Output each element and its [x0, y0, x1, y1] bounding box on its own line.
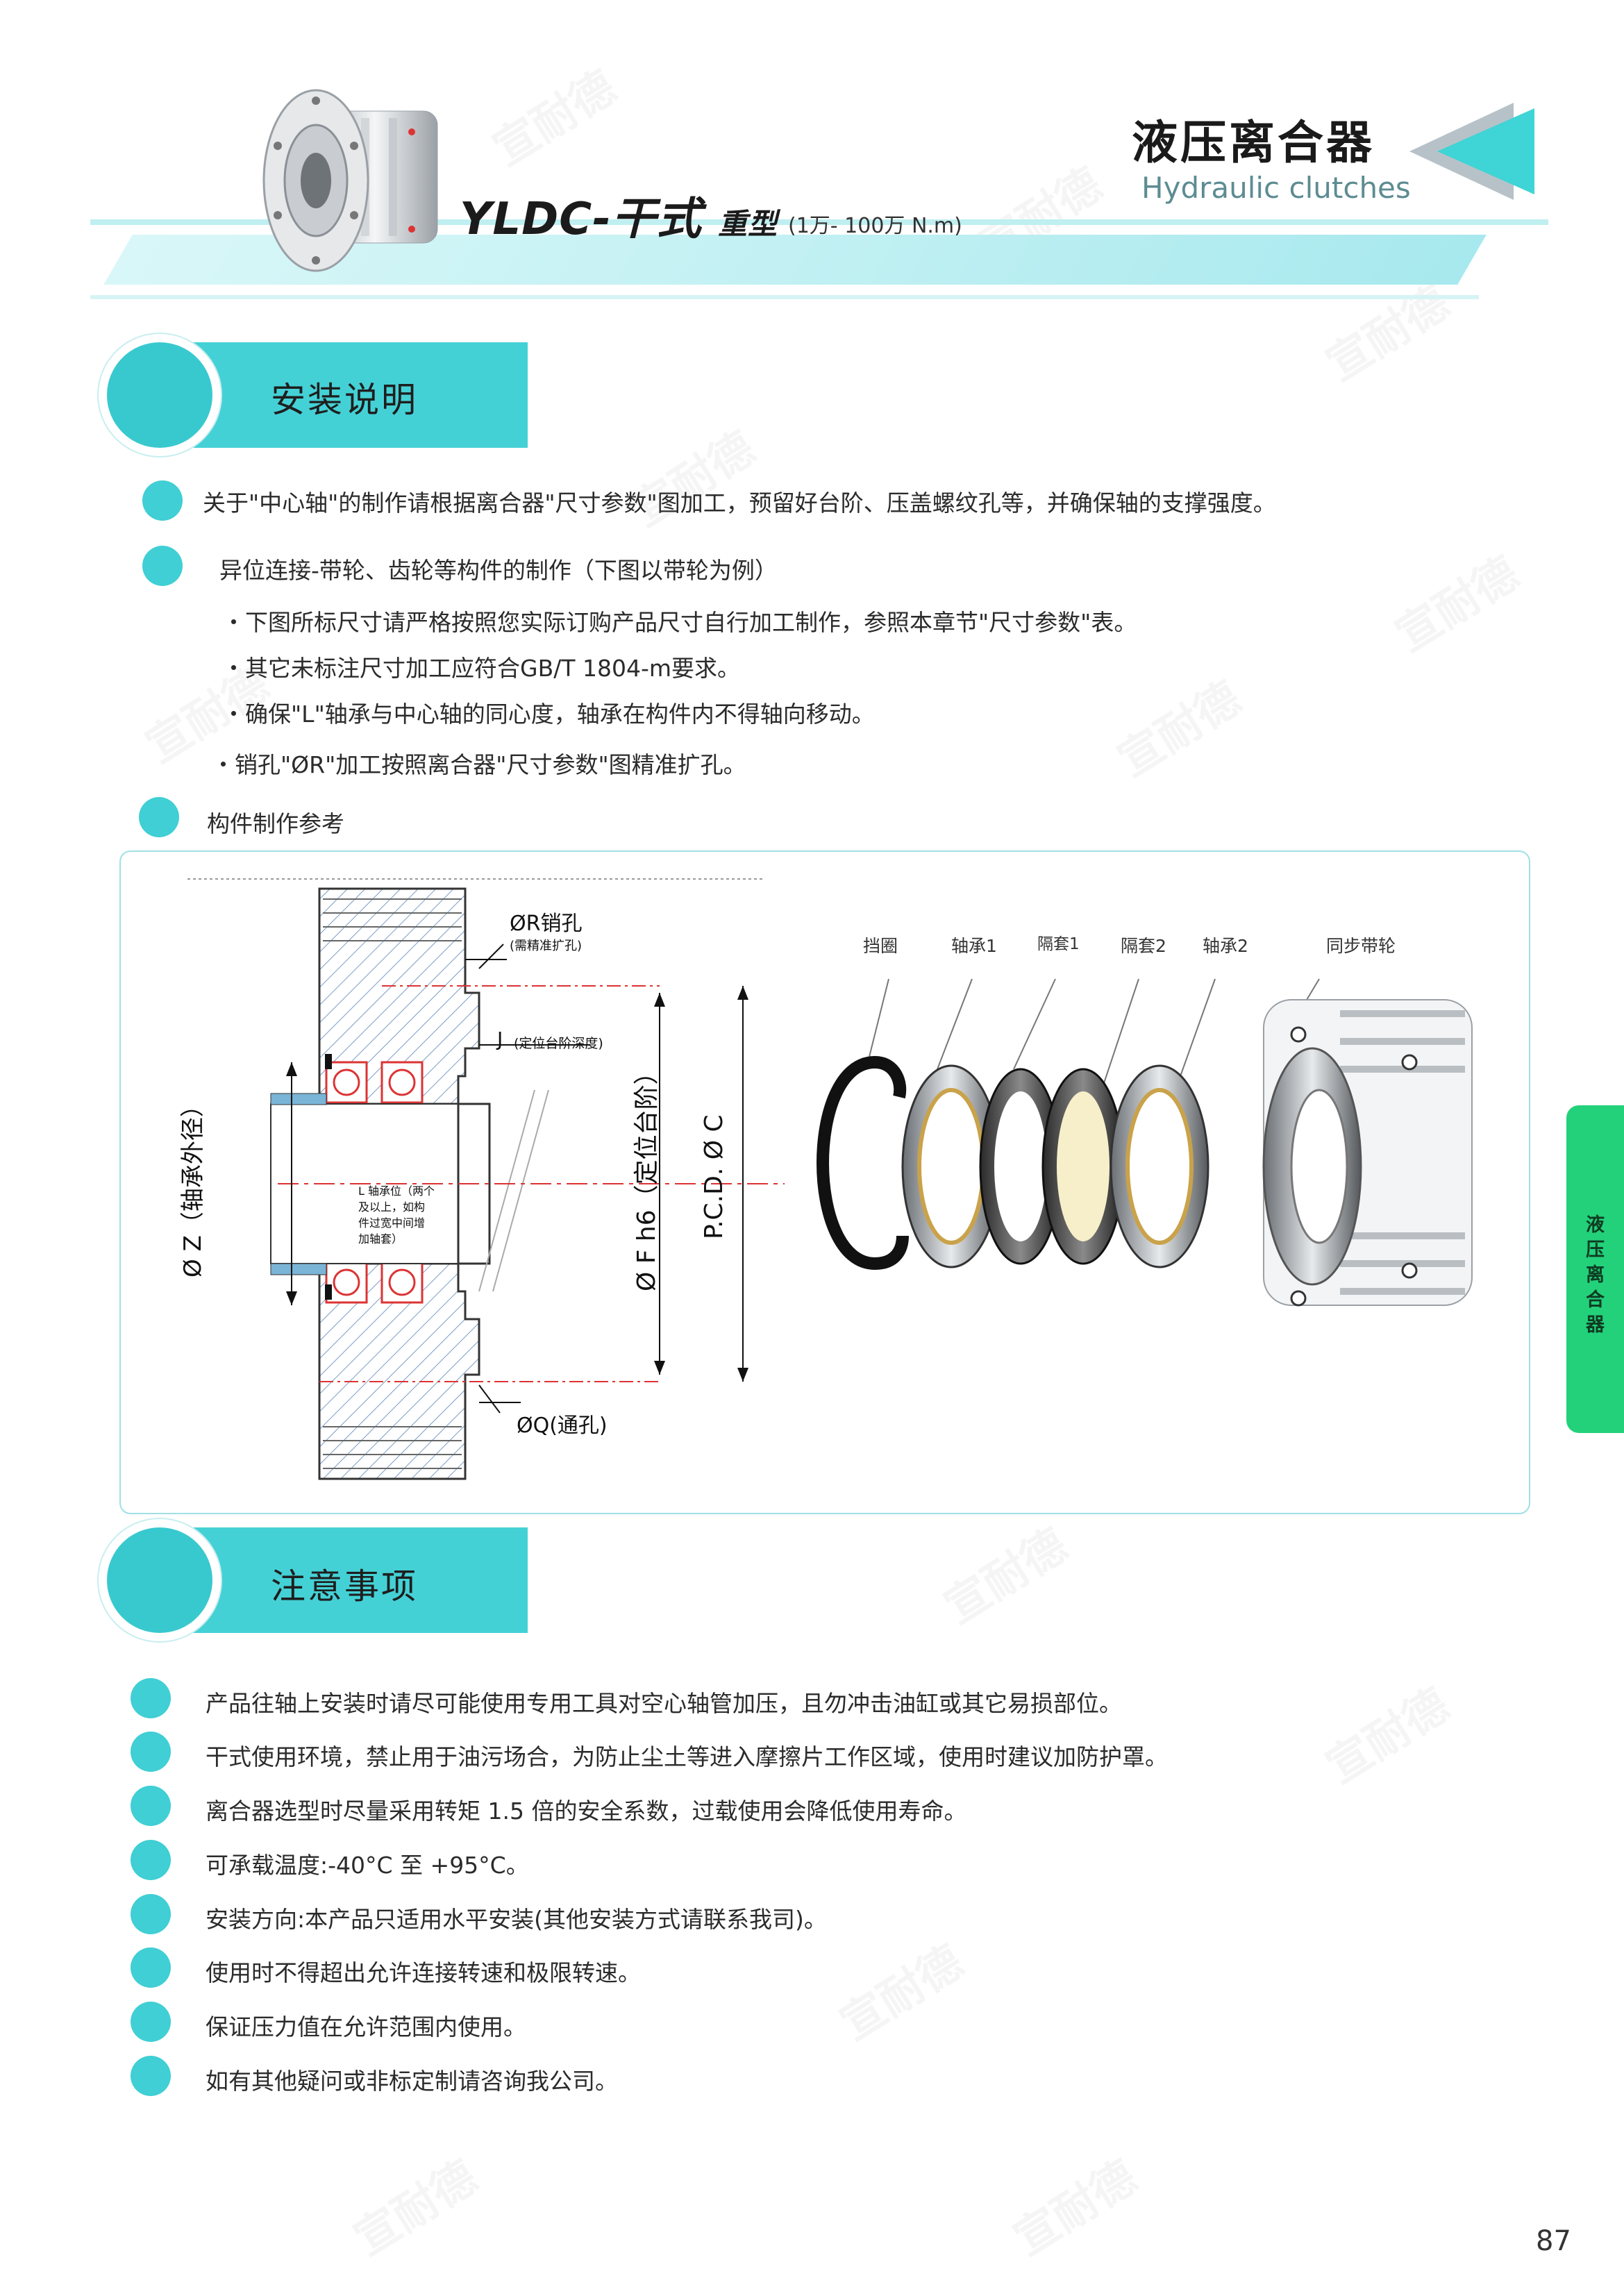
page-number: 87	[1536, 2225, 1571, 2257]
watermark: 宣耐德	[1000, 2143, 1147, 2268]
section-bar	[181, 1527, 528, 1633]
label-j: J	[497, 1028, 503, 1050]
note-item-6: 使用时不得超出允许连接转速和极限转速。	[206, 1959, 641, 1986]
watermark: 宣耐德	[1312, 268, 1459, 393]
bullet	[131, 1894, 171, 1934]
note-item-2: 干式使用环境，禁止用于油污场合，为防止尘土等进入摩擦片工作区域，使用时建议加防护…	[206, 1743, 1168, 1770]
install-sub-item-3: ・确保"L"轴承与中心轴的同心度，轴承在构件内不得轴向移动。	[222, 701, 875, 728]
label-f: Ø F h6（定位台阶）	[633, 1059, 661, 1291]
part-label-timing-pulley: 同步带轮	[1326, 936, 1396, 956]
side-tab-char: 压	[1586, 1239, 1605, 1261]
bullet	[139, 797, 179, 837]
note-item-5: 安装方向:本产品只适用水平安装(其他安装方式请联系我司)。	[206, 1906, 827, 1933]
note-item-7: 保证压力值在允许范围内使用。	[206, 2013, 526, 2041]
section-dot	[107, 1527, 212, 1633]
label-l-line: 加轴套）	[358, 1232, 403, 1246]
section-notes-title: 注意事项	[271, 1566, 418, 1607]
category-title-en: Hydraulic clutches	[1141, 171, 1411, 205]
model-title: YLDC-干式 重型	[460, 183, 778, 247]
bullet	[131, 2056, 171, 2096]
note-item-3: 离合器选型时尽量采用转矩 1.5 倍的安全系数，过载使用会降低使用寿命。	[206, 1798, 967, 1825]
note-item-8: 如有其他疑问或非标定制请咨询我公司。	[206, 2068, 618, 2095]
bullet	[131, 1840, 171, 1880]
note-item-1: 产品往轴上安装时请尽可能使用专用工具对空心轴管加压，且勿冲击油缸或其它易损部位。	[206, 1690, 1122, 1717]
header-rule	[90, 219, 1548, 225]
bullet	[131, 1786, 171, 1826]
bullet	[131, 1947, 171, 1988]
side-tab-char: 器	[1586, 1314, 1605, 1336]
label-l-line: L 轴承位（两个	[358, 1184, 435, 1198]
install-sub-item-2: ・其它未标注尺寸加工应符合GB/T 1804-m要求。	[222, 655, 741, 682]
torque-range: (1万- 100万 N.m)	[788, 214, 962, 238]
section-install-title: 安装说明	[271, 380, 418, 420]
part-label-spacer-1: 隔套1	[1037, 935, 1080, 953]
bullet	[131, 1732, 171, 1772]
label-j-note: (定位台阶深度)	[514, 1036, 603, 1051]
watermark: 宣耐德	[930, 1511, 1078, 1636]
exploded-assembly-drawing	[817, 978, 1473, 1307]
label-z: Ø Z（轴承外径）	[179, 1093, 207, 1277]
pulley-section-drawing	[187, 878, 785, 1480]
watermark: 宣耐德	[479, 53, 626, 178]
label-r: ØR销孔	[510, 912, 583, 936]
install-item-1: 关于"中心轴"的制作请根据离合器"尺寸参数"图加工，预留好台阶、压盖螺纹孔等，并…	[203, 489, 1276, 517]
bullet	[131, 1678, 171, 1718]
label-l-line: 件过宽中间增	[358, 1216, 426, 1230]
label-l-line: 及以上，如构	[358, 1200, 426, 1214]
part-label-spacer-2: 隔套2	[1121, 936, 1166, 956]
label-l: L 轴承位（两个 及以上，如构 件过宽中间增 加轴套）	[358, 1183, 435, 1247]
watermark: 宣耐德	[340, 2143, 487, 2268]
header-rule-lower	[90, 295, 1479, 299]
side-tab-char: 离	[1586, 1264, 1605, 1286]
figure-caption: 构件制作参考	[207, 810, 344, 837]
bullet	[142, 480, 183, 521]
section-bar	[181, 342, 528, 448]
model-title-main: YLDC-干式	[460, 194, 702, 245]
install-sub-item-4: ・销孔"ØR"加工按照离合器"尺寸参数"图精准扩孔。	[212, 751, 746, 778]
watermark: 宣耐德	[1104, 664, 1251, 789]
part-label-snap-ring: 挡圈	[863, 936, 898, 956]
install-item-2: 异位连接-带轮、齿轮等构件的制作（下图以带轮为例）	[219, 557, 778, 584]
section-dot	[107, 342, 212, 448]
label-r-note: (需精准扩孔)	[510, 939, 583, 953]
arrow-left-icon	[1409, 103, 1534, 200]
watermark: 宣耐德	[1382, 539, 1529, 664]
bullet	[131, 2002, 171, 2042]
watermark: 宣耐德	[826, 1927, 973, 2052]
side-tab-char: 合	[1586, 1289, 1605, 1311]
part-label-bearing-2: 轴承2	[1203, 936, 1248, 956]
watermark: 宣耐德	[618, 414, 765, 539]
model-title-suffix: 重型	[718, 207, 778, 241]
label-q: ØQ(通孔)	[517, 1414, 608, 1438]
clutch-product-photo	[262, 89, 438, 272]
label-pcd: P.C.D. Ø C	[700, 1114, 728, 1239]
install-sub-item-1: ・下图所标尺寸请严格按照您实际订购产品尺寸自行加工制作，参照本章节"尺寸参数"表…	[222, 609, 1137, 636]
watermark: 宣耐德	[1312, 1670, 1459, 1795]
side-tab-char: 液	[1586, 1214, 1605, 1236]
part-label-bearing-1: 轴承1	[951, 936, 997, 956]
category-title-cn: 液压离合器	[1132, 116, 1375, 169]
bullet	[142, 546, 183, 586]
note-item-4: 可承载温度:-40°C 至 +95°C。	[206, 1852, 529, 1879]
chapter-side-tab: 液 压 离 合 器	[1566, 1105, 1624, 1433]
